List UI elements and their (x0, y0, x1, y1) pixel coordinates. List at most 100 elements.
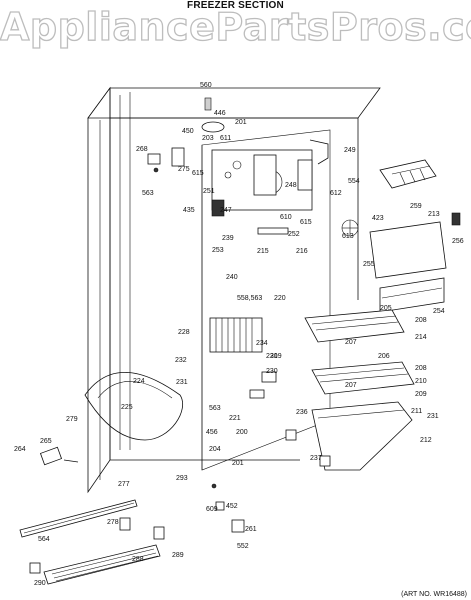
part-label-564: 564 (38, 536, 50, 543)
part-label-615: 615 (300, 219, 312, 226)
watermark-text: AppliancePartsPros.com (0, 4, 471, 49)
cap-230 (261, 371, 277, 383)
part-label-239: 239 (222, 235, 234, 242)
part-label-216: 216 (296, 248, 308, 255)
part-label-205: 205 (380, 305, 392, 312)
part-label-275: 275 (178, 166, 190, 173)
part-label-560: 560 (200, 82, 212, 89)
part-label-211: 211 (411, 408, 422, 415)
part-label-234: 234 (256, 340, 268, 347)
part-label-615: 615 (192, 170, 204, 177)
control-assembly (201, 97, 329, 235)
part-label-225: 225 (121, 404, 133, 411)
part-number-labels: 560 446 450 201 203 611 268 275 563 615 251 249 248 6… (14, 82, 464, 587)
part-label-214: 214 (415, 334, 427, 341)
part-label-208: 208 (415, 365, 427, 372)
part-label-208: 208 (415, 317, 427, 324)
part-label-450: 450 (182, 128, 194, 135)
part-label-213: 213 (428, 211, 440, 218)
cabinet-left-side (87, 86, 111, 494)
part-label-264: 264 (14, 446, 26, 453)
bracket-249 (309, 139, 329, 165)
part-278 (119, 517, 131, 531)
part-label-288: 288 (132, 556, 144, 563)
part-label-249: 249 (344, 147, 356, 154)
part-label-207: 207 (345, 339, 357, 346)
part-label-278: 278 (107, 519, 119, 526)
part-261 (231, 519, 245, 533)
part-label-207: 207 (345, 382, 357, 389)
part-label-201: 201 (235, 119, 247, 126)
part-label-219: 219 (270, 353, 282, 360)
part-label-435: 435 (183, 207, 195, 214)
part-label-203: 203 (202, 135, 214, 142)
part-label-613: 613 (342, 233, 354, 240)
part-label-254: 254 (433, 308, 445, 315)
bin-assembly (369, 221, 447, 313)
part-label-252: 252 (288, 231, 300, 238)
part-label-247: 247 (220, 207, 232, 214)
part-label-212: 212 (420, 437, 432, 444)
part-label-552: 552 (237, 543, 249, 550)
ice-parts (341, 159, 461, 237)
part-label-558-563: 558,563 (237, 295, 262, 302)
part-label-201: 201 (232, 460, 244, 467)
part-label-609: 609 (206, 506, 218, 513)
cover-252 (257, 227, 289, 235)
control-bracket (253, 154, 277, 196)
part-label-240: 240 (226, 274, 238, 281)
screw-560 (204, 97, 212, 111)
cabinet-back-edge (109, 88, 300, 461)
part-label-446: 446 (214, 110, 226, 117)
part-609 (215, 501, 225, 511)
part-label-220: 220 (274, 295, 286, 302)
section-title: FREEZER SECTION (187, 0, 284, 11)
evaporator-228 (209, 317, 263, 353)
part-237 (319, 455, 331, 467)
part-label-251: 251 (203, 188, 215, 195)
part-label-279: 279 (66, 416, 78, 423)
part-label-611: 611 (220, 135, 231, 142)
part-265 (39, 446, 63, 466)
part-label-554: 554 (348, 178, 360, 185)
part-label-231: 231 (427, 413, 439, 420)
freezer-cabinet (87, 86, 381, 494)
part-label-265: 265 (40, 438, 52, 445)
motor-247 (211, 199, 225, 217)
part-label-209: 209 (415, 391, 427, 398)
part-label-289: 289 (172, 552, 184, 559)
lower-rail-277 (19, 499, 138, 538)
part-label-256: 256 (452, 238, 464, 245)
thermostat-knob (201, 121, 225, 133)
part-label-221: 221 (229, 415, 241, 422)
part-290 (29, 562, 41, 574)
part-label-255: 255 (363, 261, 375, 268)
light-switch-275 (171, 147, 185, 167)
bin-254 (379, 277, 445, 313)
part-label-610: 610 (280, 214, 292, 221)
part-label-277: 277 (118, 481, 130, 488)
switch-248 (297, 159, 313, 191)
lamp-socket-268 (147, 153, 161, 165)
bracket-256 (451, 212, 461, 226)
part-label-612: 612 (330, 190, 342, 197)
part-label-293: 293 (176, 475, 188, 482)
part-label-456: 456 (206, 429, 218, 436)
ice-tray-213 (379, 159, 437, 189)
part-label-231: 231 (176, 379, 188, 386)
part-label-237: 237 (310, 455, 322, 462)
part-label-206: 206 (378, 353, 390, 360)
part-label-563: 563 (142, 190, 154, 197)
part-label-423: 423 (372, 215, 384, 222)
part-label-232: 232 (175, 357, 187, 364)
part-label-563: 563 (209, 405, 221, 412)
drain-tube-225 (84, 372, 183, 441)
freezer-shelves (249, 309, 415, 399)
small-parts (29, 429, 331, 574)
cap-231 (249, 389, 265, 399)
part-label-290: 290 (34, 580, 46, 587)
part-label-248: 248 (285, 182, 297, 189)
part-label-268: 268 (136, 146, 148, 153)
